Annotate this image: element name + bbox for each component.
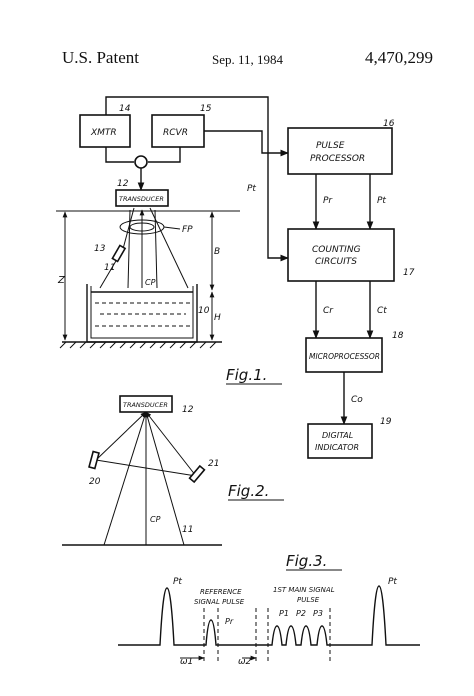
fig2-beam-2 [145,411,197,477]
counting-label-2: CIRCUITS [315,257,357,267]
pulse-processor-box [287,127,393,175]
tank-inner [90,286,194,339]
beam-e [154,209,158,289]
beam-d [127,209,131,289]
fig2-ref-21: 21 [208,459,219,469]
ref-11: 11 [104,263,115,273]
transducer-box [115,189,169,207]
microprocessor-box [305,337,383,373]
ground-hatch [59,341,217,349]
ref-13: 13 [94,244,106,254]
fig3-main-label-1: 1ST MAIN SIGNAL [273,586,335,594]
ref-15: 15 [200,104,212,114]
pulse-processor-label-1: PULSE [316,141,345,151]
fig3-pt-right: Pt [388,577,397,587]
circulator-node [134,155,148,169]
fig3-p3-label: P3 [313,609,323,618]
patent-label: U.S. Patent [62,48,139,67]
fp-label: FP [182,225,193,235]
fig2-ref-20: 20 [89,477,101,487]
rcvr-to-pulse-processor [204,130,289,157]
beam-a [122,207,135,250]
pt-input-label: Pt [247,184,256,194]
fig2-transducer-label: TRANSDUCER [123,401,168,409]
reflector-13 [111,244,127,263]
fig1-title: Fig.1. [226,366,267,384]
pt-line-to-counting [267,153,289,262]
ref-18: 18 [392,331,404,341]
pr-label: Pr [323,196,333,206]
z-label: Z [57,275,66,286]
fig1-diagram: XMTR 14 RCVR 15 Pt TRANSDUCER 12 FP [56,96,415,459]
fig2-beam-3 [103,411,147,546]
fig3-w1-label: ω1 [180,657,193,667]
ct-label: Ct [377,306,387,316]
tank-walls [86,284,198,343]
fig2-beam-1 [95,411,147,461]
fig2-ref-11: 11 [182,525,193,535]
ref-14: 14 [119,104,131,114]
fp-leader [163,226,181,230]
ref-19: 19 [380,417,392,427]
fig2-diagram: TRANSDUCER 12 CP 20 21 11 Fig.2. [62,395,284,546]
fig3-diagram: Fig.3. Pt Pt REFERENCE SIGNAL PULSE Pr 1… [118,552,420,667]
reflector-21 [188,464,206,484]
fig3-pt-left: Pt [173,577,182,587]
fig3-w2-label: ω2 [238,657,252,667]
fig3-title: Fig.3. [286,552,327,570]
microprocessor-label: MICROPROCESSOR [309,352,380,361]
fig3-ref-label-1: REFERENCE [200,588,242,596]
pulse-processor-label-2: PROCESSOR [310,154,365,164]
xmtr-to-circulator [105,147,134,163]
fig2-beam-4 [145,411,185,546]
digital-label-1: DIGITAL [322,431,353,440]
b-label: B [214,247,220,257]
cp-label: CP [145,278,156,287]
xmtr-label: XMTR [90,128,117,138]
ref-12: 12 [117,179,129,189]
rcvr-label: RCVR [163,128,188,138]
fig3-pr-label: Pr [225,617,234,626]
fig3-p2-label: P2 [296,609,306,618]
digital-indicator-box [307,423,373,459]
transducer-label: TRANSDUCER [119,195,164,203]
patent-number: 4,470,299 [365,48,433,67]
pt-label: Pt [377,196,386,206]
xmtr-box [79,114,131,148]
xmtr-to-counting-line [105,96,269,153]
counting-circuits-box [287,228,395,282]
rcvr-to-circulator [148,147,181,163]
ref-16: 16 [383,119,395,129]
counting-label-1: COUNTING [312,245,361,255]
fig2-ref-12: 12 [182,405,194,415]
cr-label: Cr [323,306,334,316]
ref-10: 10 [198,306,210,316]
patent-date: Sep. 11, 1984 [212,52,284,67]
digital-label-2: INDICATOR [315,443,359,452]
fig2-title: Fig.2. [228,482,269,500]
co-label: Co [351,395,363,405]
fig2-cp-label: CP [150,515,161,524]
ref-17: 17 [403,268,415,278]
fig3-main-label-2: PULSE [297,596,320,604]
fig3-waveform [118,585,420,646]
fig3-p1-label: P1 [279,609,289,618]
h-label: H [214,313,221,323]
beam-b [149,207,189,289]
fig3-ref-label-2: SIGNAL PULSE [194,598,245,606]
reflector-20 [88,450,100,470]
